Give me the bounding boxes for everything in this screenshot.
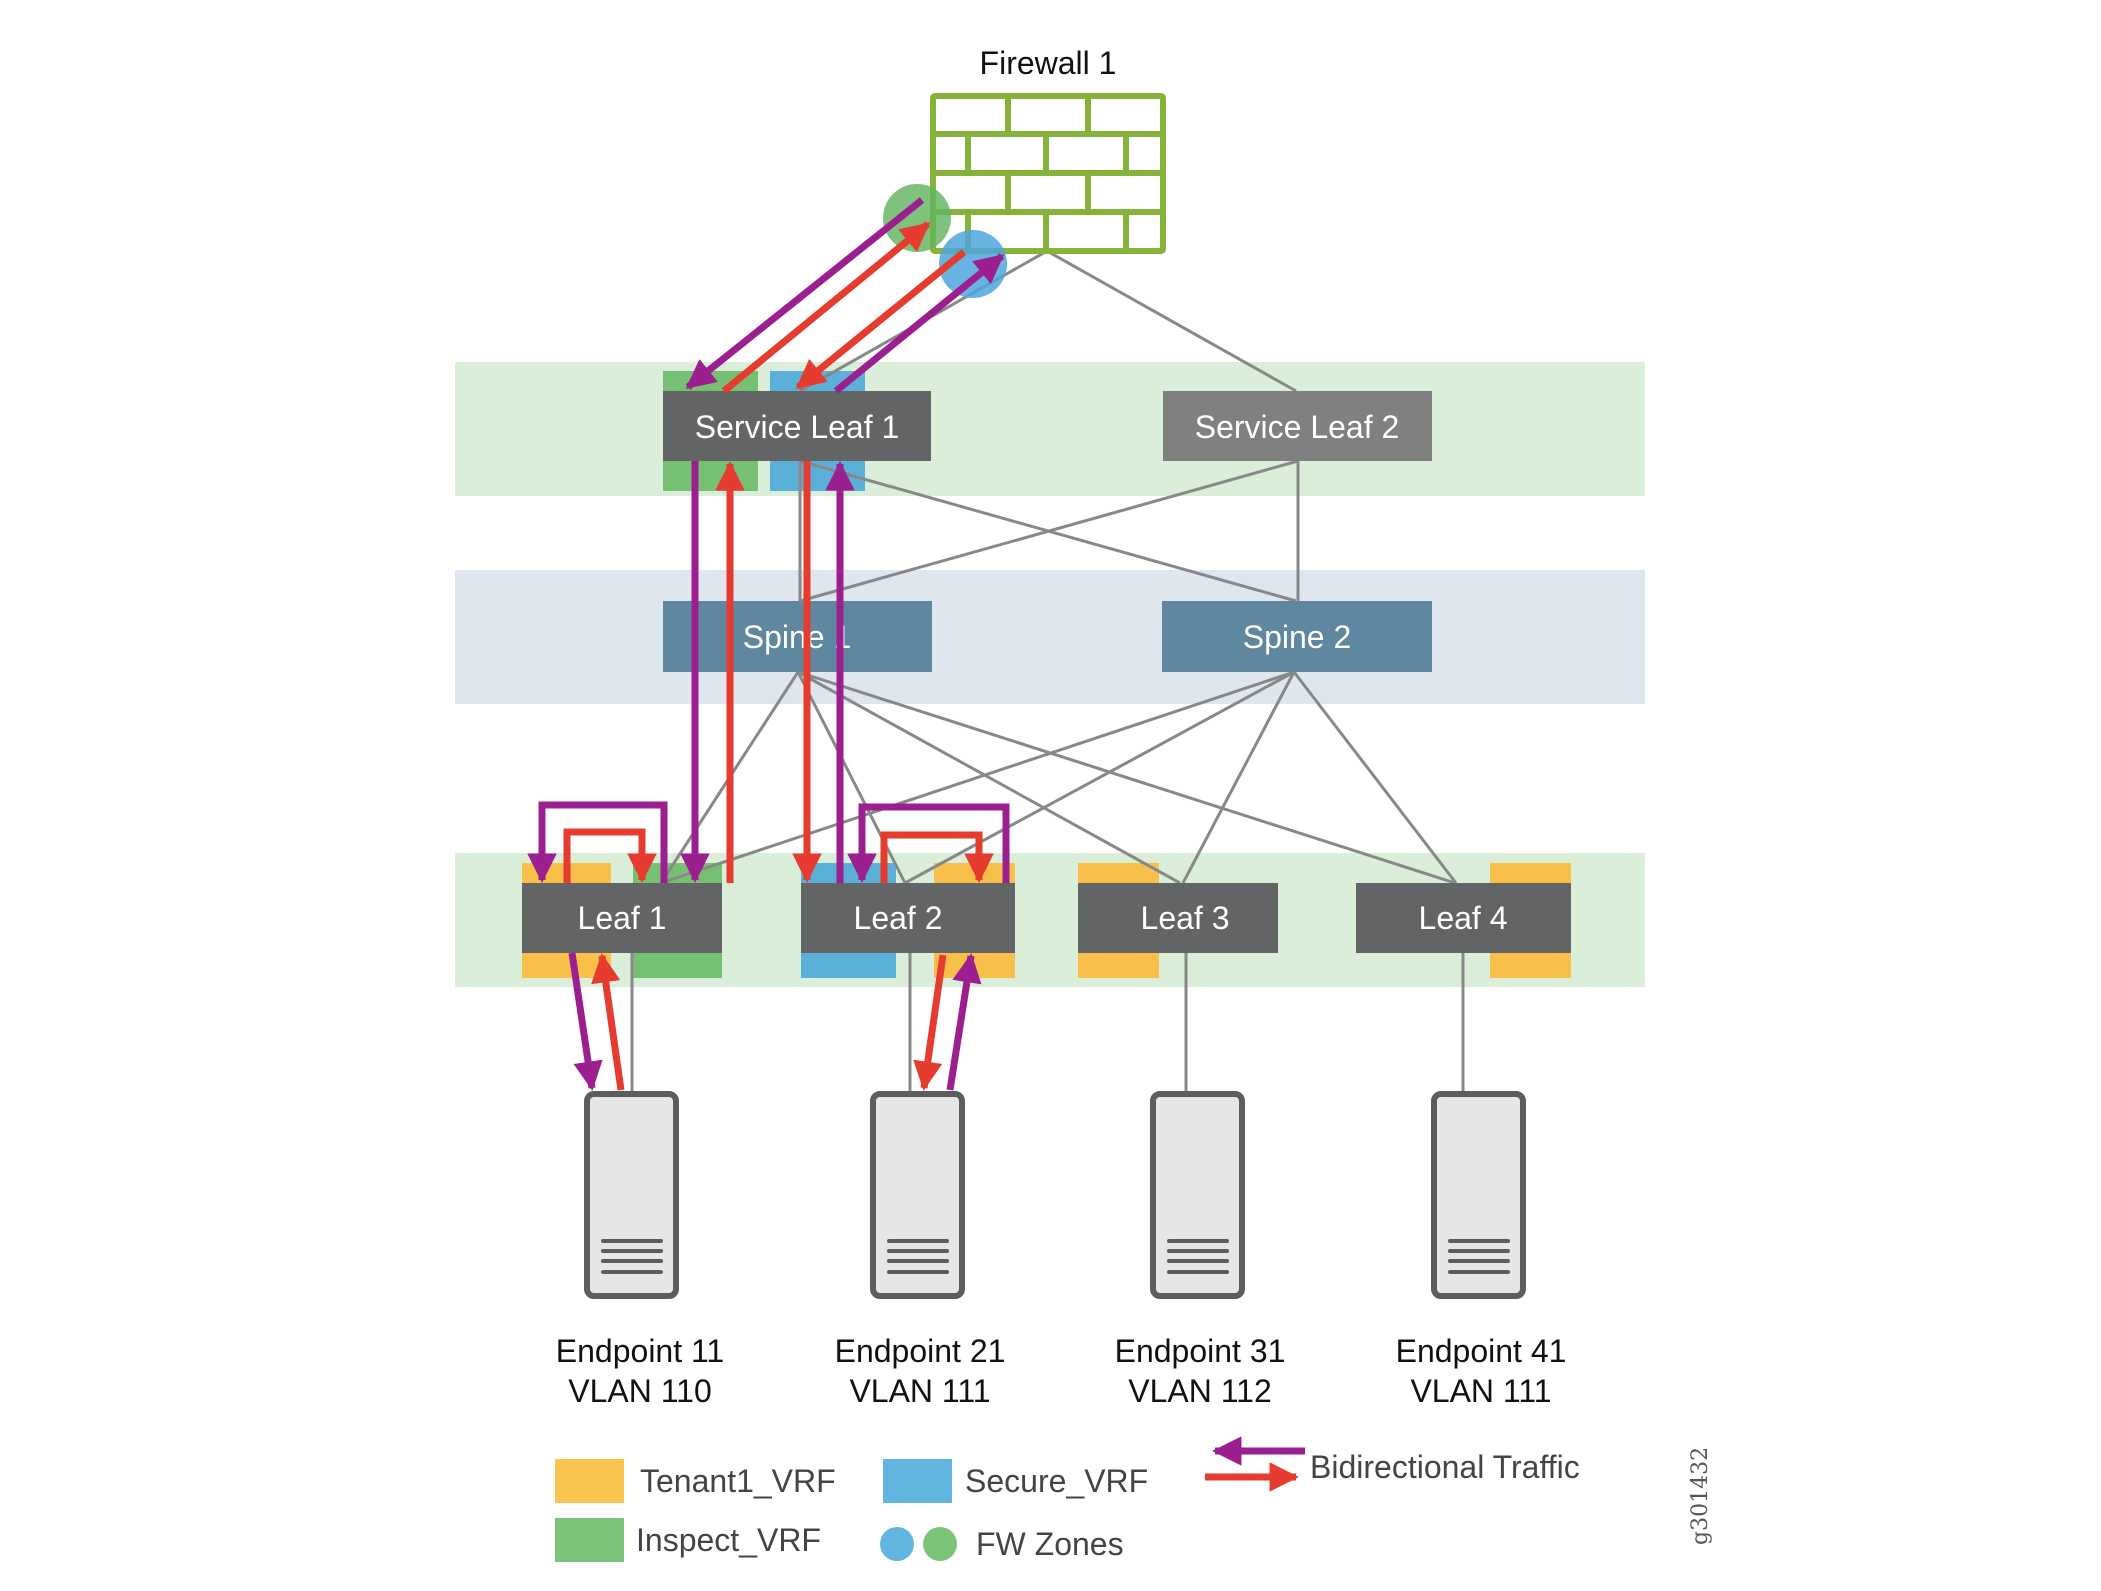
legend-tenant1-vrf-swatch	[555, 1459, 624, 1503]
endpoint-31[interactable]: Endpoint 31 VLAN 112	[1115, 1091, 1286, 1409]
service-leaf-2[interactable]: Service Leaf 2	[1163, 391, 1432, 461]
legend: Tenant1_VRF Inspect_VRF Secure_VRF FW Zo…	[555, 1436, 1580, 1562]
spine-1-label: Spine 1	[743, 619, 852, 655]
endpoint-41-name: Endpoint 41	[1396, 1333, 1567, 1369]
service-leaf-1-label: Service Leaf 1	[695, 409, 900, 445]
endpoint-11-name: Endpoint 11	[556, 1333, 724, 1369]
link-sl2-spine1	[799, 459, 1299, 603]
legend-bidirectional-label: Bidirectional Traffic	[1310, 1449, 1580, 1485]
flow-ep21-to-leaf2	[946, 953, 982, 1091]
spine-1[interactable]: Spine 1	[663, 601, 932, 672]
spine-2-label: Spine 2	[1243, 619, 1352, 655]
link-spine2-leaf3	[1181, 671, 1296, 884]
spine-2[interactable]: Spine 2	[1162, 601, 1432, 672]
fw-zone-inspect-icon	[883, 184, 951, 252]
endpoint-41-vlan: VLAN 111	[1410, 1373, 1551, 1409]
figure-id: g301432	[1688, 1447, 1713, 1545]
endpoint-21-vlan: VLAN 111	[849, 1373, 990, 1409]
link-spine2-leaf1	[660, 670, 1295, 885]
endpoint-21[interactable]: Endpoint 21 VLAN 111	[835, 1091, 1006, 1409]
firewall-brick-icon	[930, 93, 1166, 254]
flow-leaf2-loop-purple	[847, 803, 1010, 883]
flow-fw-to-sl1-secure	[795, 249, 967, 390]
server-icon	[870, 1091, 965, 1299]
legend-fw-zone-blue-icon	[880, 1527, 914, 1561]
endpoints: Endpoint 11 VLAN 110 Endpoint 21 VLAN 11…	[556, 1091, 1567, 1409]
flow-sl1-to-fw-secure	[833, 253, 1005, 394]
flow-leaf1-to-ep11	[568, 952, 603, 1091]
leaf-3-label: Leaf 3	[1141, 900, 1230, 936]
link-spine1-leaf4	[797, 670, 1456, 885]
legend-inspect-vrf-swatch	[555, 1518, 624, 1562]
firewall-label: Firewall 1	[980, 45, 1117, 81]
legend-secure-vrf-swatch	[883, 1459, 952, 1503]
link-spine2-leaf2	[904, 670, 1295, 885]
server-icon	[1150, 1091, 1245, 1299]
leaf-4[interactable]: Leaf 4	[1356, 883, 1571, 953]
service-leaf-1[interactable]: Service Leaf 1	[663, 391, 931, 461]
flow-ep11-to-leaf1	[591, 953, 625, 1091]
endpoint-11[interactable]: Endpoint 11 VLAN 110	[556, 1091, 724, 1409]
leaf-2[interactable]: Leaf 2	[801, 883, 1015, 953]
leaf-3[interactable]: Leaf 3	[1078, 883, 1278, 953]
endpoint-41[interactable]: Endpoint 41 VLAN 111	[1396, 1091, 1567, 1409]
flow-leaf2-to-ep21	[913, 954, 947, 1091]
link-spine2-leaf4	[1292, 671, 1458, 884]
leaf-1[interactable]: Leaf 1	[522, 883, 722, 953]
endpoint-21-name: Endpoint 21	[835, 1333, 1006, 1369]
service-leaf-2-label: Service Leaf 2	[1195, 409, 1400, 445]
service-leaf-band	[455, 362, 1645, 496]
legend-tenant1-vrf-label: Tenant1_VRF	[640, 1463, 836, 1499]
server-icon	[1431, 1091, 1526, 1299]
endpoint-31-vlan: VLAN 112	[1128, 1373, 1272, 1409]
endpoint-31-name: Endpoint 31	[1115, 1333, 1286, 1369]
flow-leaf2-loop-red	[880, 831, 994, 883]
leaf-2-label: Leaf 2	[854, 900, 943, 936]
flow-leaf1-loop-purple	[527, 801, 668, 883]
leaf-1-label: Leaf 1	[578, 900, 667, 936]
flow-fw-to-sl1-inspect	[685, 197, 925, 390]
legend-fw-zones-label: FW Zones	[976, 1526, 1124, 1562]
link-spine1-leaf3	[797, 670, 1181, 885]
legend-secure-vrf-label: Secure_VRF	[965, 1463, 1148, 1499]
leaf-4-label: Leaf 4	[1419, 900, 1508, 936]
traffic-flows	[527, 197, 1010, 1091]
legend-inspect-vrf-label: Inspect_VRF	[636, 1522, 821, 1558]
server-icon	[584, 1091, 679, 1299]
flow-leaf1-loop-red	[563, 828, 657, 883]
legend-fw-zone-green-icon	[923, 1527, 957, 1561]
flow-sl1-to-fw-inspect	[721, 221, 931, 394]
endpoint-11-vlan: VLAN 110	[568, 1373, 712, 1409]
spine-band	[455, 570, 1645, 704]
link-firewall-service-leaf-2	[1046, 249, 1297, 393]
firewall-1[interactable]: Firewall 1	[883, 45, 1166, 298]
